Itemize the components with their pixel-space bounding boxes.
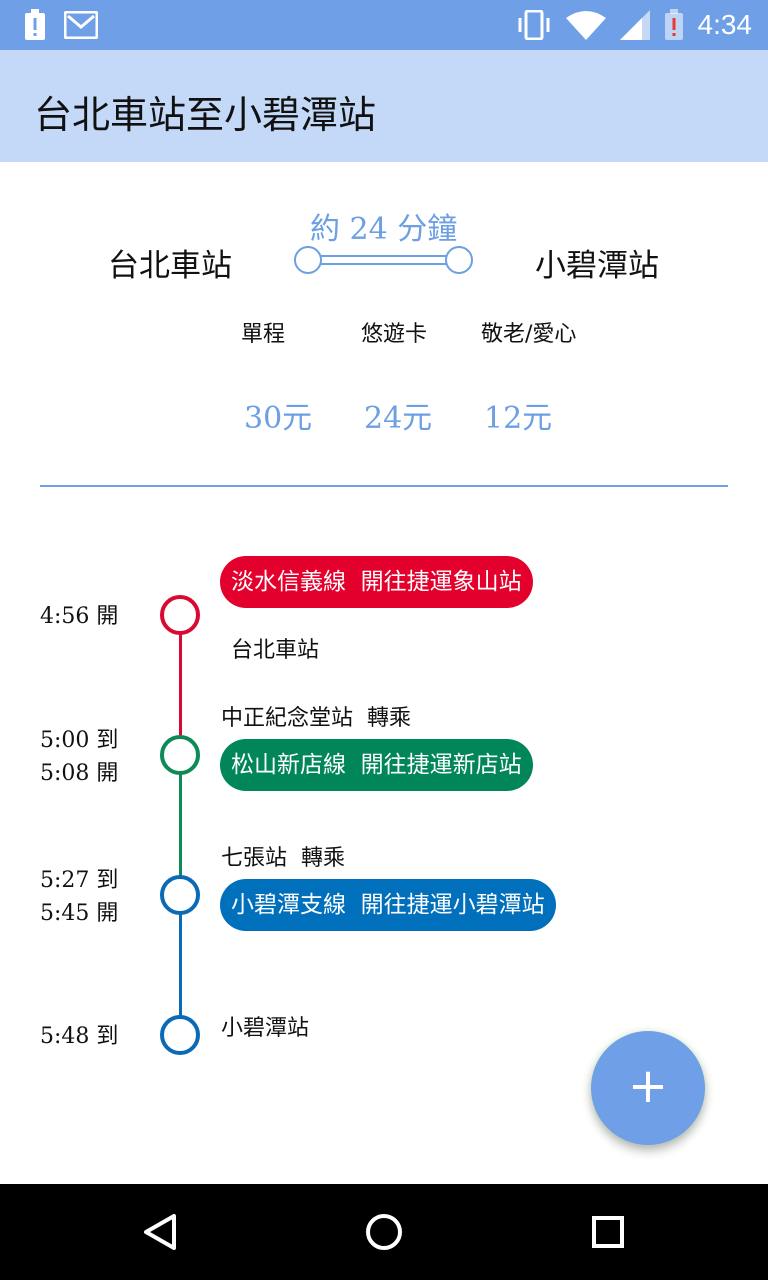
recents-icon (592, 1216, 624, 1248)
fare-value-concession: 12元 (484, 401, 553, 436)
stop-time: 4:56 開 (40, 604, 119, 629)
app-bar: 台北車站至小碧潭站 (0, 50, 768, 162)
trip-duration: 約 24 分鐘 (310, 212, 458, 247)
page-title: 台北車站至小碧潭站 (34, 93, 377, 137)
fare-label-easycard: 悠遊卡 (361, 322, 428, 347)
home-icon (366, 1214, 402, 1250)
back-icon (144, 1214, 176, 1250)
fare-value-single: 30元 (244, 401, 313, 436)
transfer-note: 中正紀念堂站 轉乘 (221, 706, 411, 731)
timeline-node (160, 875, 200, 915)
battery-alert-icon (25, 9, 45, 40)
timeline-node (160, 735, 200, 775)
home-button[interactable] (336, 1184, 432, 1280)
vibrate-icon (518, 10, 549, 40)
divider (40, 485, 728, 487)
stop-time: 5:00 到 5:08 開 (40, 728, 119, 786)
timeline-node (160, 1015, 200, 1055)
timeline-segment (179, 770, 182, 880)
stop-time: 5:48 到 (40, 1024, 119, 1049)
route-line-icon (294, 246, 473, 274)
line-badge-xiaobitan[interactable]: 小碧潭支線 開往捷運小碧潭站 (220, 879, 556, 931)
clock: 4:34 (697, 9, 753, 40)
timeline-segment (179, 630, 182, 740)
transfer-note: 七張站 轉乘 (221, 846, 345, 871)
timeline-segment (179, 910, 182, 1020)
back-button[interactable] (112, 1184, 208, 1280)
battery-low-icon (664, 9, 683, 40)
signal-icon (619, 10, 650, 40)
origin-station: 台北車站 (108, 248, 232, 284)
fare-label-single: 單程 (241, 322, 286, 347)
fare-label-concession: 敬老/愛心 (481, 322, 577, 347)
timeline-node (160, 595, 200, 635)
gmail-icon (64, 11, 98, 39)
line-badge-songshan-xindian[interactable]: 松山新店線 開往捷運新店站 (220, 739, 533, 791)
fare-value-easycard: 24元 (364, 401, 433, 436)
add-fab-button[interactable]: + (591, 1031, 705, 1145)
destination-station: 小碧潭站 (535, 248, 659, 284)
status-bar: 4:34 (0, 0, 768, 50)
navigation-bar (0, 1184, 768, 1280)
stop-name: 台北車站 (231, 638, 320, 663)
stop-time: 5:27 到 5:45 開 (40, 868, 119, 926)
stop-name: 小碧潭站 (221, 1016, 310, 1041)
line-badge-tamsui-xinyi[interactable]: 淡水信義線 開往捷運象山站 (220, 556, 533, 608)
wifi-icon (565, 11, 606, 40)
recents-button[interactable] (560, 1184, 656, 1280)
